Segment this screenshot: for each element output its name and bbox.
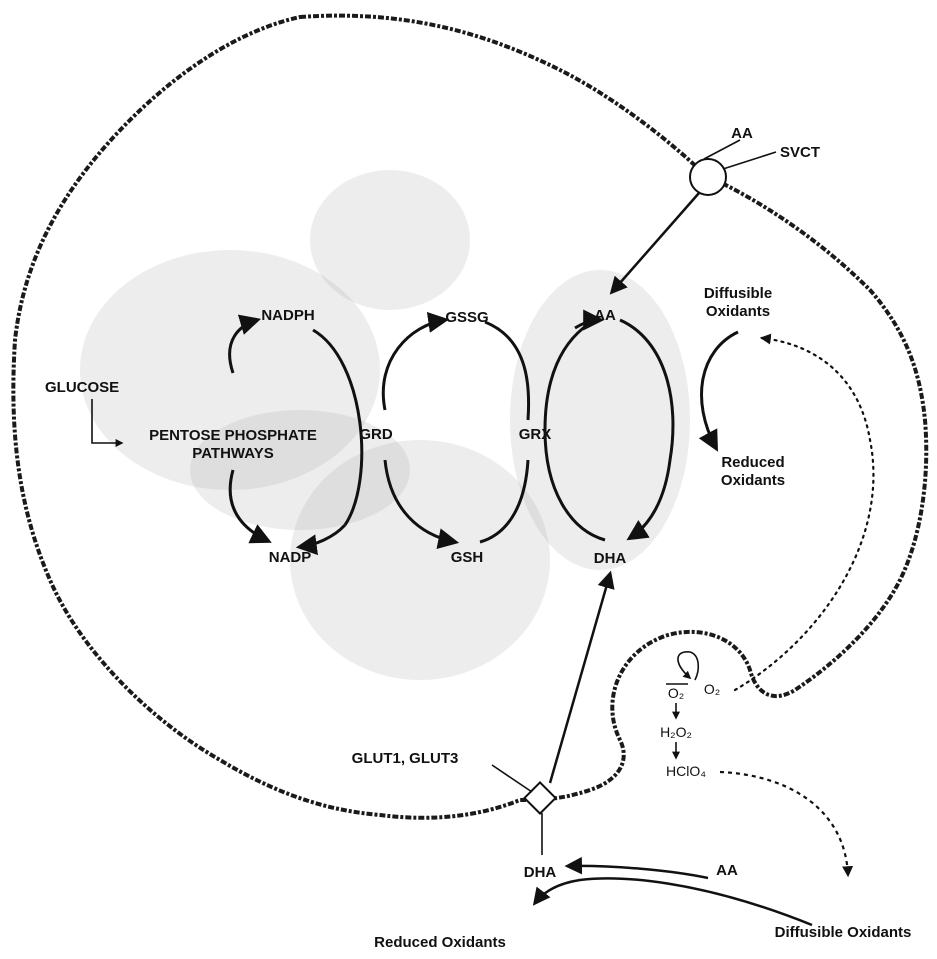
ascorbate-cycle: AA DHA (543, 307, 675, 567)
superoxide-label: O₂ (668, 685, 684, 701)
nadp-label: NADP (269, 549, 312, 566)
hypochlorite-label: HClO₄ (666, 763, 706, 779)
grd-label: GRD (359, 426, 393, 443)
pentose-line2: PATHWAYS (192, 445, 273, 462)
ros-chemistry: O₂ O₂ H₂O₂ HClO₄ (660, 651, 854, 878)
outside-diffusible-oxidants-label: Diffusible Oxidants (775, 924, 912, 941)
pentose-line1: PENTOSE PHOSPHATE (149, 427, 317, 444)
glut-transporter: GLUT1, GLUT3 (352, 570, 615, 855)
svct-transporter: AA SVCT (609, 125, 820, 295)
svct-substrate-label: AA (731, 125, 753, 142)
aa-inside-label: AA (594, 307, 616, 324)
cytoplasm-texture (80, 170, 690, 680)
gsh-label: GSH (451, 549, 484, 566)
nadph-label: NADPH (261, 307, 314, 324)
dha-inside-label: DHA (594, 550, 627, 567)
glucose-label: GLUCOSE (45, 379, 119, 396)
outside-aa-label: AA (716, 862, 738, 879)
inner-diffusible-line1: Diffusible (704, 285, 772, 302)
glutathione-cycle: GSSG GSH GRX (381, 309, 552, 566)
peroxide-label: H₂O₂ (660, 724, 692, 740)
inner-reduced-line1: Reduced (721, 454, 784, 471)
oxidant-release-dashed-arrow (719, 770, 854, 878)
glut-label: GLUT1, GLUT3 (352, 750, 459, 767)
inner-oxidant-reduction: Diffusible Oxidants Reduced Oxidants (698, 285, 875, 692)
cell-membrane (11, 13, 929, 820)
aa-import-arrow (609, 192, 700, 295)
svct-label: SVCT (780, 144, 820, 161)
grx-label: GRX (519, 426, 552, 443)
gssg-label: GSSG (445, 309, 488, 326)
outside-dha-label: DHA (524, 864, 557, 881)
oxygen-label: O₂ (704, 681, 720, 697)
extracellular-reaction: DHA AA Reduced Oxidants Diffusible Oxida… (374, 856, 912, 951)
dha-import-arrow (548, 570, 615, 784)
nadph-cycle: NADPH NADP GRD (228, 307, 393, 566)
diffusion-dotted-arrow (733, 333, 875, 692)
inner-reduced-line2: Oxidants (721, 472, 785, 489)
inner-diffusible-line2: Oxidants (706, 303, 770, 320)
outside-reduced-oxidants-label: Reduced Oxidants (374, 934, 506, 951)
pentose-phosphate-input: GLUCOSE PENTOSE PHOSPHATE PATHWAYS (45, 379, 317, 462)
